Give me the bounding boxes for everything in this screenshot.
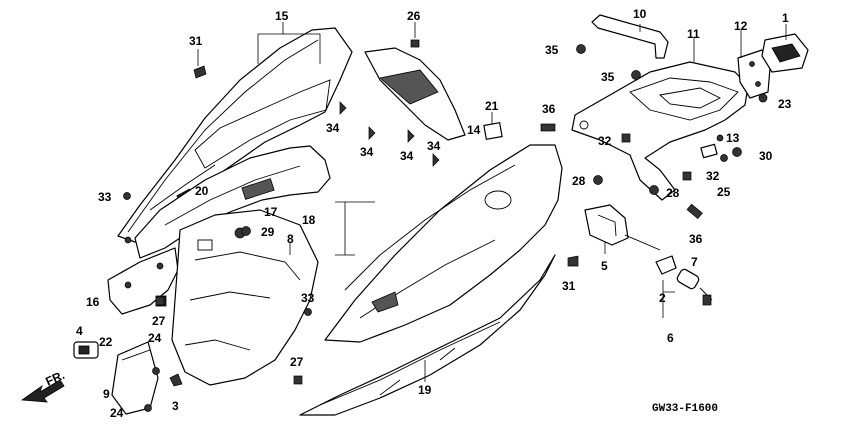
callout-27b: 27 [290, 355, 304, 369]
key-lock-cylinder[interactable] [676, 268, 713, 306]
rear-body-cover[interactable] [324, 144, 563, 343]
callout-31a: 31 [189, 34, 203, 48]
callout-35a: 35 [545, 43, 559, 57]
callout-24a: 24 [148, 331, 162, 345]
callout-27a: 27 [152, 314, 166, 328]
callout-35b: 35 [601, 70, 615, 84]
callout-32a: 32 [598, 134, 612, 148]
callout-34c: 34 [400, 149, 414, 163]
lock-retainer-clip[interactable] [655, 255, 677, 275]
callout-24b: 24 [110, 406, 124, 420]
callout-11: 11 [687, 27, 700, 41]
diagram-code: GW33-F1600 [652, 403, 718, 415]
callout-20: 20 [195, 184, 209, 198]
callout-21: 21 [485, 99, 499, 113]
callout-33a: 33 [98, 190, 112, 204]
rear-carrier[interactable] [571, 61, 749, 201]
callout-9: 9 [103, 387, 110, 401]
callout-30: 30 [759, 149, 773, 163]
callout-3: 3 [172, 399, 179, 413]
callout-1: 1 [782, 11, 789, 25]
callout-10: 10 [633, 7, 647, 21]
callout-33b: 33 [301, 291, 315, 305]
glove-box-lid[interactable] [111, 341, 159, 415]
callout-34a: 34 [326, 121, 340, 135]
callout-32b: 32 [706, 169, 720, 183]
cushion-pad-13[interactable] [700, 143, 718, 159]
callout-34d: 34 [427, 139, 441, 153]
callout-22: 22 [99, 335, 113, 349]
callout-29: 29 [261, 225, 275, 239]
callout-25: 25 [717, 185, 731, 199]
leader-lines [197, 22, 787, 382]
callout-17: 17 [264, 205, 278, 219]
callout-15: 15 [275, 9, 289, 23]
grab-rail-handle[interactable] [591, 14, 669, 59]
callout-26: 26 [407, 9, 421, 23]
callout-7: 7 [691, 255, 698, 269]
callout-23: 23 [778, 97, 792, 111]
front-direction-arrow: FR. [20, 368, 67, 403]
callout-28a: 28 [572, 174, 586, 188]
callout-19: 19 [418, 383, 432, 397]
cushion-pad-21[interactable] [483, 122, 503, 140]
callout-13: 13 [726, 131, 740, 145]
callout-12: 12 [734, 19, 748, 33]
lower-floor-step[interactable] [299, 254, 556, 416]
callout-8: 8 [287, 232, 294, 246]
rear-mount-bracket[interactable] [737, 49, 771, 99]
callout-4: 4 [76, 324, 83, 338]
latch-assembly[interactable] [73, 341, 99, 359]
hardware-fasteners [123, 39, 768, 412]
callout-14: 14 [467, 123, 481, 137]
callout-2: 2 [659, 291, 666, 305]
callout-6: 6 [667, 331, 674, 345]
seat-hinge[interactable] [584, 204, 661, 251]
callout-34b: 34 [360, 145, 374, 159]
lower-left-side-panel[interactable] [107, 247, 179, 315]
callout-36a: 36 [542, 102, 556, 116]
callout-16: 16 [86, 295, 100, 309]
callout-28b: 28 [666, 186, 680, 200]
callout-18: 18 [302, 213, 316, 227]
inner-front-cover[interactable] [171, 209, 319, 386]
callout-labels: 1 2 3 4 5 6 7 8 9 10 11 12 13 14 15 16 1… [76, 7, 792, 420]
rear-reflector-pad[interactable] [761, 33, 809, 73]
callout-31b: 31 [562, 279, 576, 293]
callout-5: 5 [601, 259, 608, 273]
callout-36b: 36 [689, 232, 703, 246]
inner-small-cover[interactable] [364, 47, 466, 141]
